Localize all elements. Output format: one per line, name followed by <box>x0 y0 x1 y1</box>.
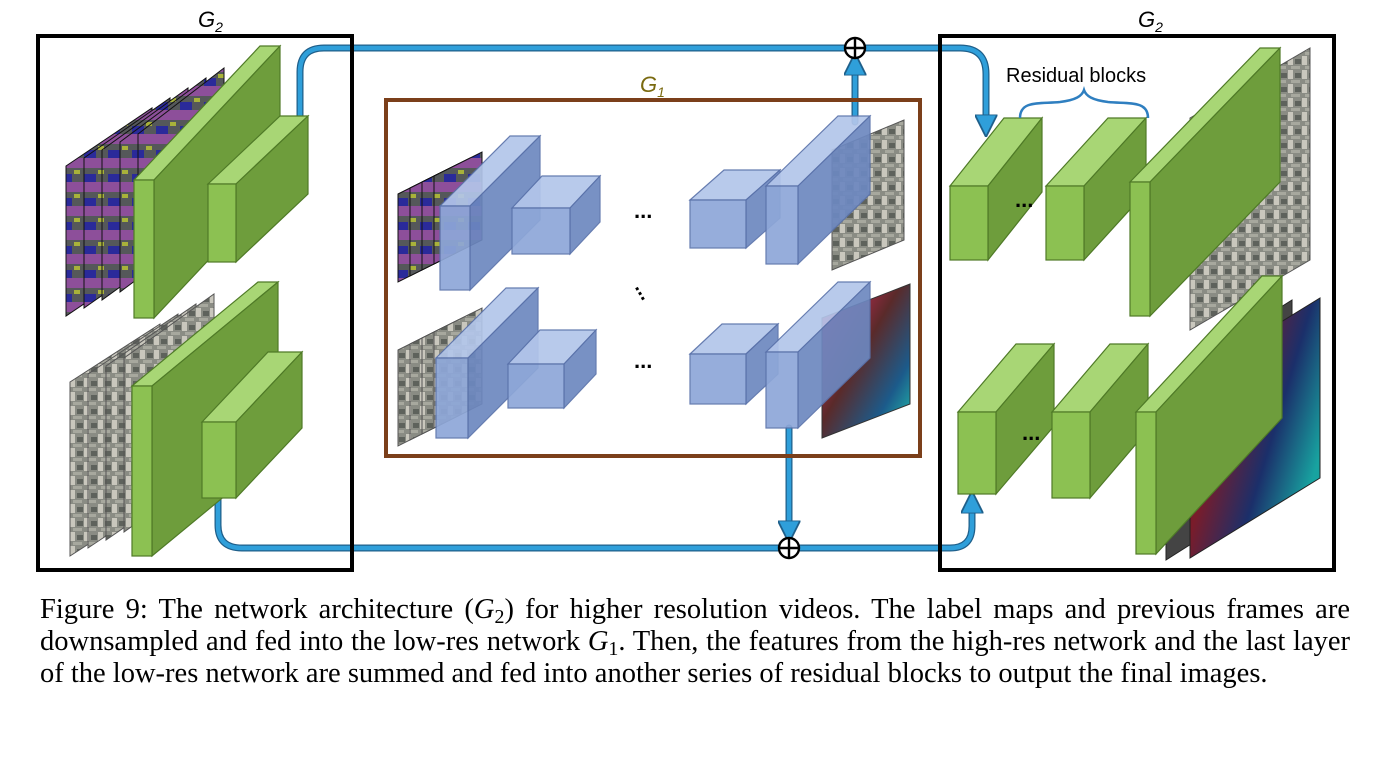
caption-g1: G1 <box>587 626 619 660</box>
g1-bottom-deconv-large <box>764 280 872 430</box>
bottom-skip-connection <box>214 492 783 552</box>
caption-text-3: . Then, the features from the high-res n… <box>40 626 1350 689</box>
bottom-skip-to-residual <box>795 500 972 552</box>
right-top-res-block-2 <box>1044 116 1148 262</box>
g1-frame <box>384 98 922 458</box>
left-top-conv-small <box>206 114 310 264</box>
caption-g2: G2 <box>473 594 505 628</box>
g1-bottom-conv-large <box>434 286 540 440</box>
g1-bottom-deconv-small <box>688 322 780 406</box>
right-bottom-res-block-1 <box>956 342 1056 496</box>
g1-bottom-ellipsis: ... <box>634 348 652 373</box>
right-g2-label: G2 <box>1138 7 1163 35</box>
g1-top-conv-small <box>510 174 602 256</box>
right-top-ellipsis: ... <box>1015 187 1033 212</box>
right-g2-frame <box>938 34 1336 572</box>
left-g2-label: G2 <box>198 7 223 35</box>
architecture-diagram: G2 G2 G1 ... ... ... ... ... Residual bl… <box>36 7 1336 572</box>
residual-blocks-brace <box>1018 86 1150 119</box>
bottom-sum-node <box>777 536 801 560</box>
left-g2-frame <box>36 34 354 572</box>
right-bottom-res-block-2 <box>1050 342 1150 500</box>
g1-label: G1 <box>640 72 665 100</box>
g1-top-conv-large <box>438 134 542 292</box>
figure-caption: Figure 9: The network architecture (G2) … <box>40 594 1350 690</box>
right-bottom-upsample <box>1134 274 1284 556</box>
g1-bottom-conv-small <box>506 328 598 410</box>
g1-top-ellipsis: ... <box>634 198 652 223</box>
connection-arrows <box>214 44 986 552</box>
top-skip-to-residual <box>861 44 986 128</box>
g1-top-deconv-large <box>764 114 872 266</box>
right-bottom-ellipsis: ... <box>1022 420 1040 445</box>
residual-blocks-label: Residual blocks <box>1006 65 1146 87</box>
top-sum-node <box>843 36 867 60</box>
right-top-upsample <box>1128 46 1282 318</box>
caption-label: Figure 9: <box>40 594 148 625</box>
g1-vertical-ellipsis: ... <box>630 279 657 304</box>
network-layers <box>130 44 1284 558</box>
top-skip-connection <box>296 44 849 124</box>
g1-top-deconv-small <box>688 168 782 250</box>
right-top-res-block-1 <box>948 116 1044 262</box>
caption-text-2: ) for higher resolution videos. The labe… <box>40 594 1350 657</box>
left-bottom-conv-small <box>200 350 304 500</box>
caption-text-1: The network architecture ( <box>158 594 474 625</box>
